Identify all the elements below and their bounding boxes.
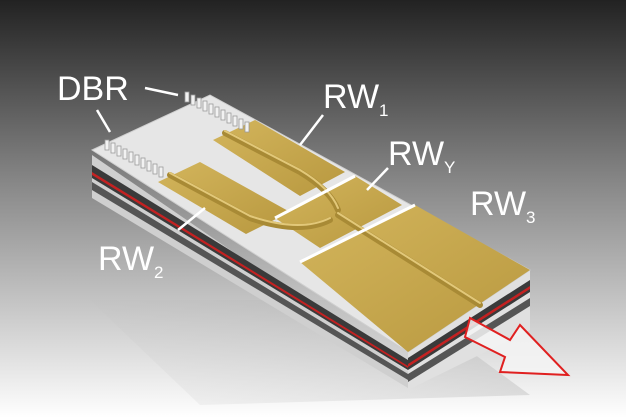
chip-side-left bbox=[92, 155, 408, 388]
isolation-gaps bbox=[274, 174, 416, 264]
dbr-grating-bottom bbox=[104, 139, 164, 178]
dbr-label: DBR bbox=[57, 70, 129, 108]
rw3-label: RW3 bbox=[470, 185, 536, 227]
leader-lines bbox=[95, 86, 389, 231]
rw2-label: RW2 bbox=[98, 240, 164, 282]
dbr-grating-top bbox=[184, 91, 250, 133]
rwy-label: RWY bbox=[388, 135, 455, 177]
rw1-label: RW1 bbox=[323, 78, 389, 120]
output-arrow bbox=[463, 316, 571, 377]
